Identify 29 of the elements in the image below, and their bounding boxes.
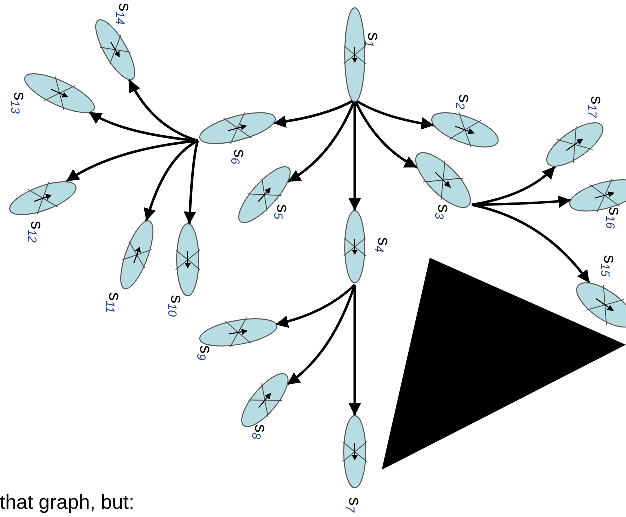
ellipse-node [345,211,365,283]
arrow [184,140,200,224]
arrow [288,100,356,183]
arrow [88,111,198,142]
arrow [472,204,591,284]
arrow [286,284,356,386]
arrow [354,99,418,169]
arrow [144,140,199,222]
arrow [348,285,362,416]
arrow [348,100,362,211]
ellipse-node [120,220,154,290]
ellipse-node [10,182,76,214]
ellipse-node [239,167,291,223]
ellipse-node [200,319,276,347]
arrow [472,166,556,206]
ellipse-node [546,123,604,167]
ellipse-node [432,112,498,148]
ellipse-node [242,374,288,426]
arrow [354,98,434,130]
caption-text: that graph, but: [0,493,135,513]
ellipse-node [345,8,365,102]
arrow [274,98,356,128]
ellipse-node [344,416,366,488]
arrow [276,284,356,328]
ellipse-node [25,74,95,112]
ellipse-node [200,112,276,144]
ellipse-node [177,224,199,296]
arrow [128,79,198,142]
arrow [472,196,572,208]
